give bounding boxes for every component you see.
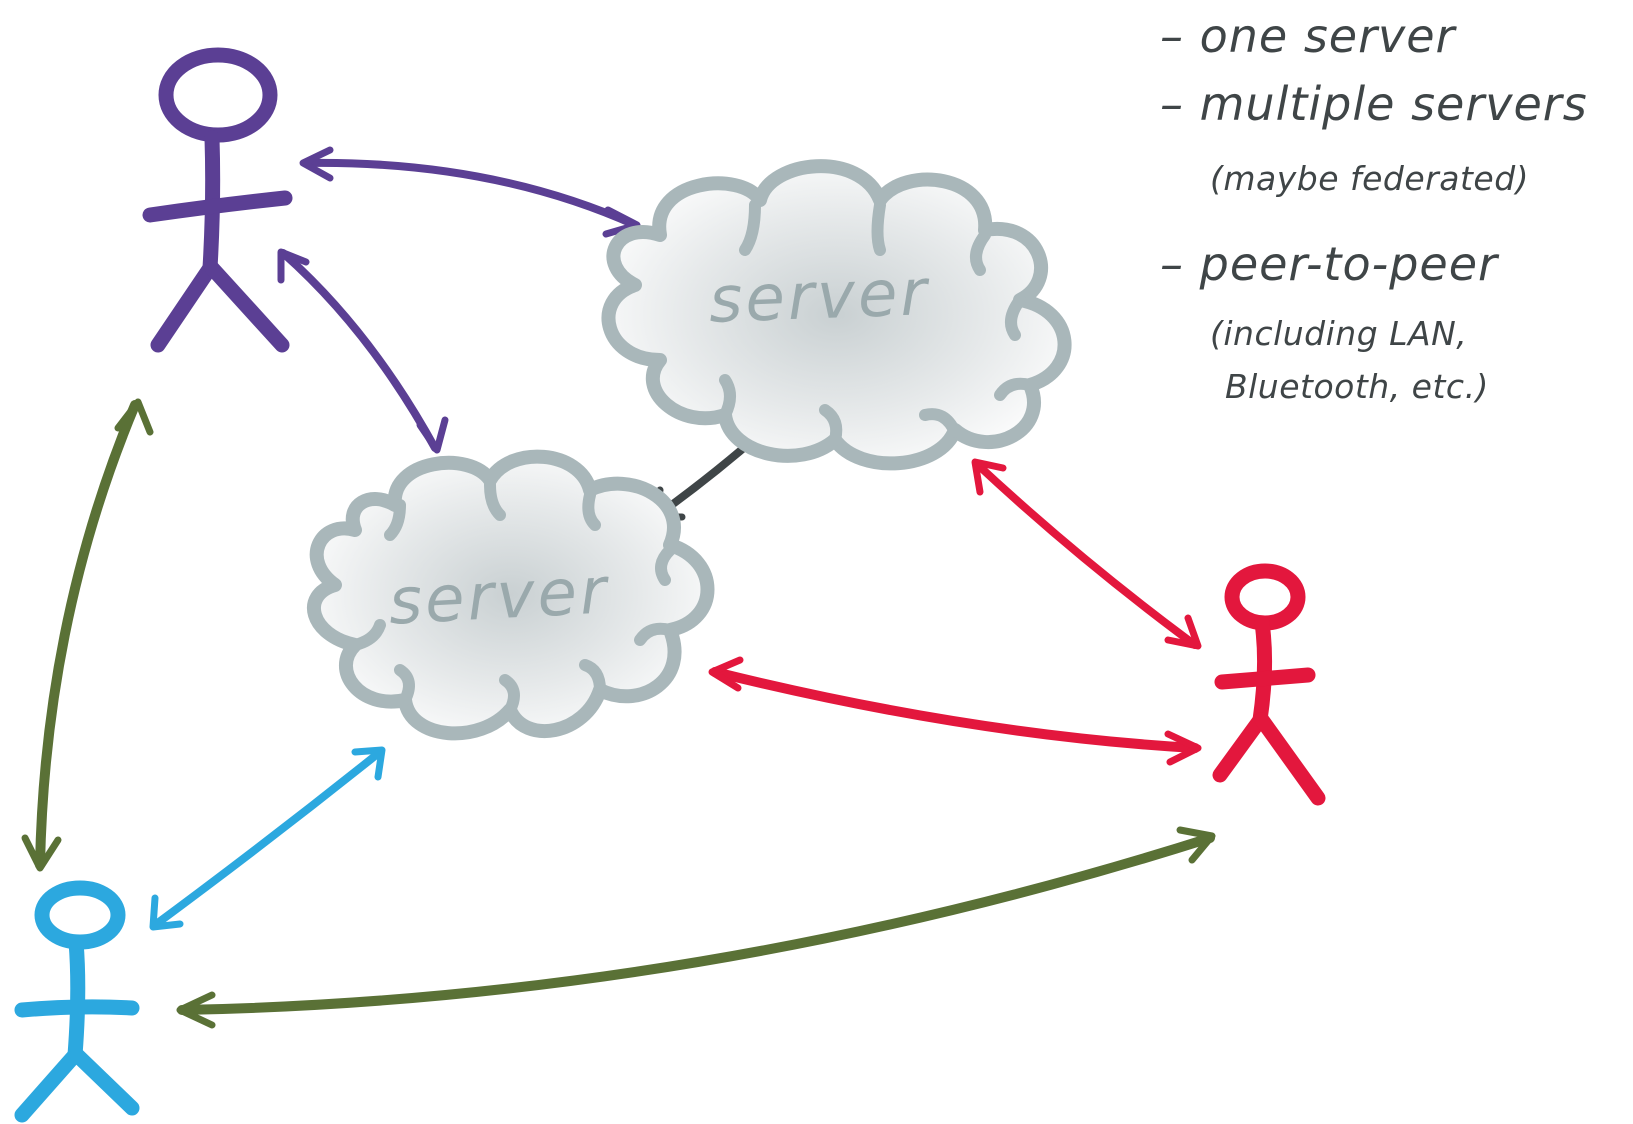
- cloud-icon: [601, 159, 1072, 471]
- arrow-large-server-to-right-user: [971, 458, 1202, 650]
- user-bottom-left: [14, 880, 140, 1123]
- arrowhead-icon: [1164, 614, 1202, 650]
- user-right: [1212, 563, 1326, 806]
- note-peer-to-peer: – peer-to-peer: [1160, 237, 1500, 291]
- stick-figure-icon: [1212, 563, 1326, 806]
- note-peer-to-peer-detail-2: Bluetooth, etc.): [1225, 367, 1489, 406]
- server-cloud-small: server: [307, 449, 715, 741]
- topology-notes: – one server – multiple servers (maybe f…: [1160, 9, 1588, 406]
- note-multiple-servers-detail: (maybe federated): [1210, 159, 1529, 198]
- arrowhead-icon: [971, 458, 1007, 496]
- server-cloud-large: server: [601, 159, 1072, 471]
- note-one-server: – one server: [1160, 9, 1458, 63]
- arrowhead-icon: [1176, 826, 1216, 864]
- arrowhead-icon: [299, 146, 334, 182]
- arrowhead-icon: [708, 656, 744, 692]
- arrowhead-icon: [416, 416, 449, 454]
- note-peer-to-peer-detail-1: (including LAN,: [1210, 314, 1467, 353]
- note-multiple-servers: – multiple servers: [1160, 77, 1588, 131]
- arrow-top-user-to-bottom-user: [21, 398, 154, 872]
- cloud-icon: [307, 449, 715, 741]
- arrowhead-icon: [114, 398, 154, 436]
- arrow-bottom-user-to-right-user: [176, 826, 1216, 1029]
- arrow-bottom-user-to-small-server: [149, 746, 386, 931]
- user-top-left: [142, 47, 293, 353]
- arrowhead-icon: [277, 248, 310, 284]
- server-label-large: server: [708, 256, 932, 338]
- arrow-top-user-to-small-server: [277, 248, 449, 454]
- stick-figure-icon: [14, 880, 140, 1123]
- arrowhead-icon: [176, 991, 216, 1029]
- arrowhead-icon: [351, 746, 386, 781]
- arrow-top-user-to-large-server: [299, 146, 641, 238]
- arrow-small-server-to-right-user: [708, 656, 1202, 766]
- arrowhead-icon: [602, 206, 641, 238]
- arrowhead-icon: [149, 894, 184, 931]
- stick-figure-icon: [142, 47, 293, 353]
- server-label-small: server: [387, 554, 612, 639]
- arrowhead-icon: [1164, 730, 1202, 766]
- arrowhead-icon: [21, 834, 62, 872]
